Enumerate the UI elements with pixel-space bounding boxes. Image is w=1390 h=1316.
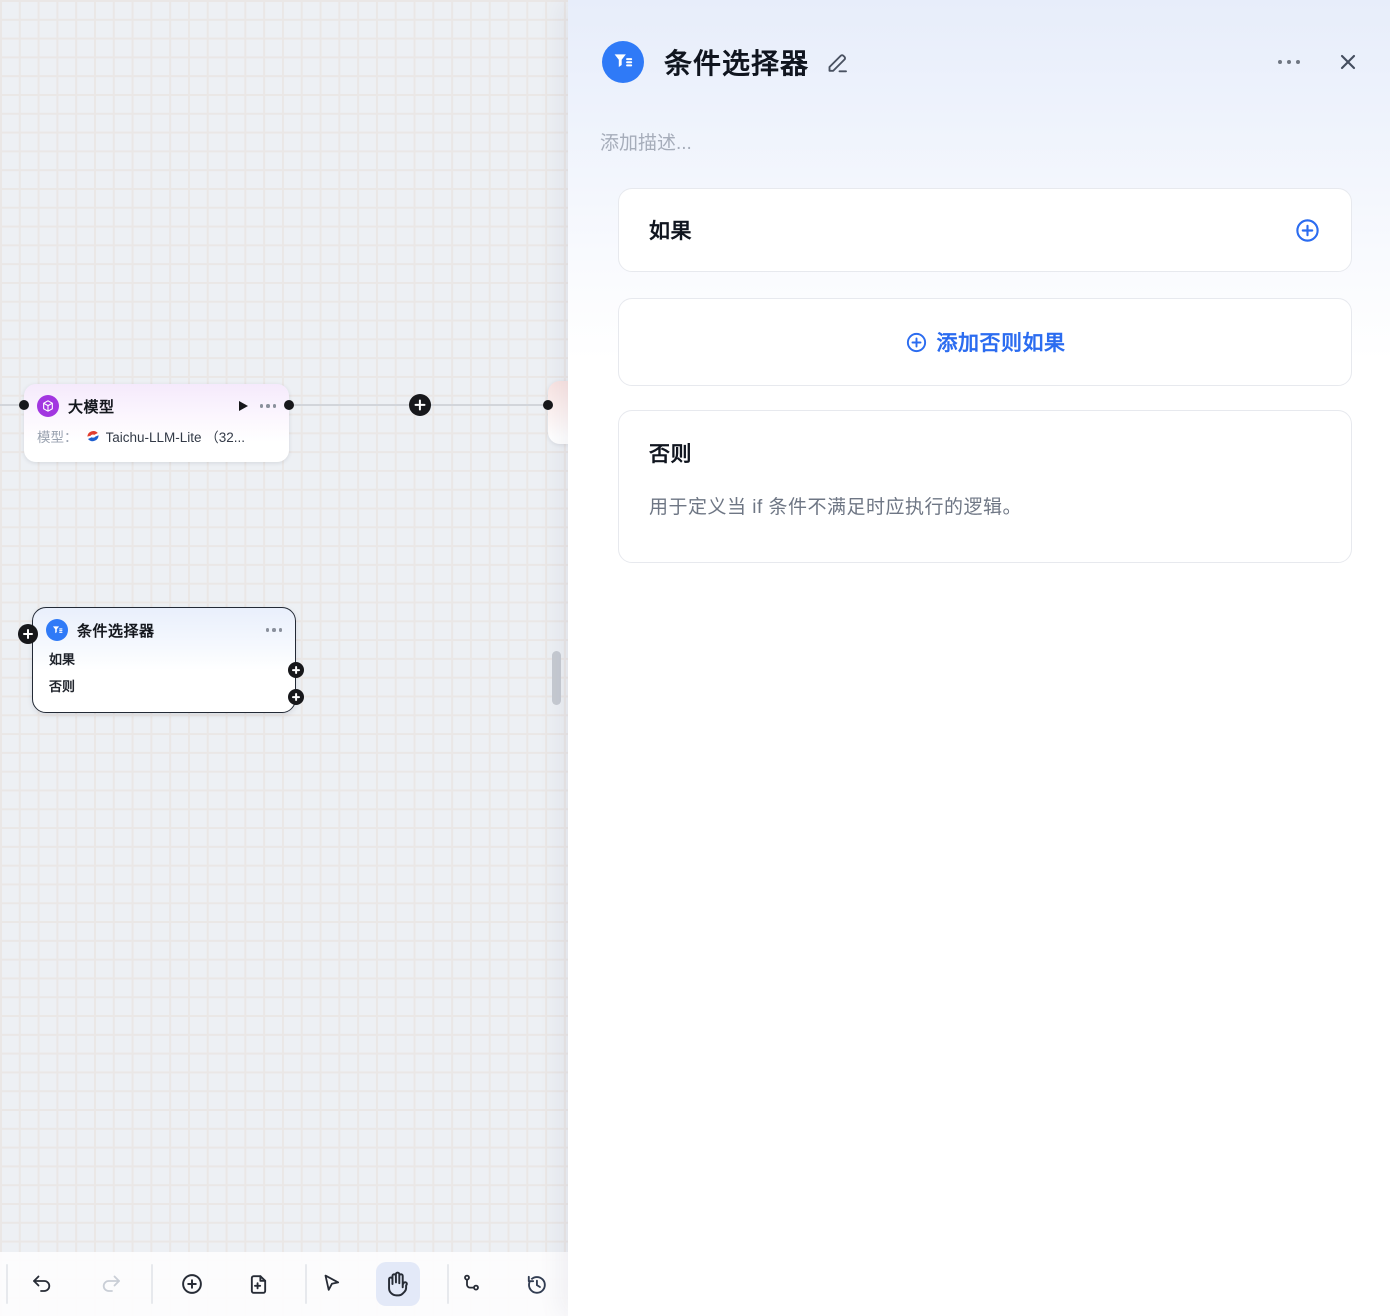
workflow-canvas[interactable]: 大模型 模型： Taichu-LLM-Lite （32... [0,0,568,1316]
branch-if-label: 如果 [49,652,76,667]
node-condition-title: 条件选择器 [77,622,155,640]
branch-if-row: 如果 [33,645,295,672]
else-card[interactable]: 否则 用于定义当 if 条件不满足时应执行的逻辑。 [618,410,1352,563]
edge-incoming-llm [0,404,24,406]
add-note-button[interactable] [236,1262,280,1306]
node-condition[interactable]: 条件选择器 如果 否则 [32,607,296,713]
node-llm-title: 大模型 [68,398,115,416]
plus-circle-icon [905,331,928,354]
node-llm-header: 大模型 [24,384,289,417]
branch-else-output-port[interactable] [288,689,304,705]
auto-layout-button[interactable] [450,1262,494,1306]
panel-close-button[interactable] [1330,44,1366,80]
note-add-icon [250,1274,266,1294]
undo-icon [33,1275,51,1292]
canvas-scrollbar[interactable] [552,651,561,705]
more-horizontal-icon[interactable] [265,628,282,632]
edit-title-button[interactable] [825,50,850,75]
panel-title: 条件选择器 [664,48,810,79]
pencil-icon [828,53,847,72]
history-icon [527,1275,546,1294]
toolbar-divider [305,1264,307,1304]
branch-else-row: 否则 [33,672,295,699]
add-elif-label: 添加否则如果 [936,332,1066,355]
pointer-tool-button[interactable] [310,1262,354,1306]
canvas-toolbar [0,1252,568,1316]
model-label: 模型： [37,430,78,445]
add-elif-card[interactable]: 添加否则如果 [618,298,1352,386]
edge-add-node-button[interactable] [409,394,431,416]
toolbar-divider [447,1264,449,1304]
model-value: Taichu-LLM-Lite （32... [105,430,246,445]
panel-header: 条件选择器 [602,36,1366,88]
auto-layout-icon [464,1274,479,1291]
panel-more-button[interactable] [1270,52,1309,73]
history-button[interactable] [514,1262,558,1306]
add-node-button[interactable] [170,1262,214,1306]
more-horizontal-icon [1277,59,1282,65]
if-card-label: 如果 [649,220,692,243]
node-partially-hidden[interactable] [548,381,568,444]
taichu-logo [85,428,101,444]
llm-output-port[interactable] [284,400,294,410]
play-icon[interactable] [238,401,248,411]
condition-input-port[interactable] [18,624,38,644]
toolbar-divider [6,1264,8,1304]
else-card-description: 用于定义当 if 条件不满足时应执行的逻辑。 [649,497,1023,518]
node-llm[interactable]: 大模型 模型： Taichu-LLM-Lite （32... [24,384,289,462]
plus-circle-icon [182,1274,202,1294]
branch-else-label: 否则 [49,679,76,694]
cursor-icon [324,1274,340,1291]
redo-button[interactable] [89,1262,133,1306]
undo-button[interactable] [20,1262,64,1306]
node-config-panel: 条件选择器 如果 [568,0,1390,1316]
if-condition-card[interactable]: 如果 [618,188,1352,272]
hand-icon [388,1271,408,1297]
next-node-input-port[interactable] [543,400,553,410]
llm-input-port[interactable] [19,400,29,410]
plus-circle-icon [1296,218,1319,242]
redo-icon [102,1275,120,1292]
hand-tool-button[interactable] [376,1262,420,1306]
branch-if-output-port[interactable] [288,662,304,678]
close-icon [1340,54,1356,70]
node-llm-model-row: 模型： Taichu-LLM-Lite （32... [24,426,289,446]
filter-icon [46,619,68,641]
cube-icon [37,395,59,417]
add-condition-button[interactable] [1294,217,1321,244]
toolbar-divider [151,1264,153,1304]
node-condition-header: 条件选择器 [33,608,295,641]
more-horizontal-icon[interactable] [259,404,276,408]
description-input[interactable] [600,128,1340,160]
filter-icon [602,41,644,83]
else-card-label: 否则 [649,443,692,466]
